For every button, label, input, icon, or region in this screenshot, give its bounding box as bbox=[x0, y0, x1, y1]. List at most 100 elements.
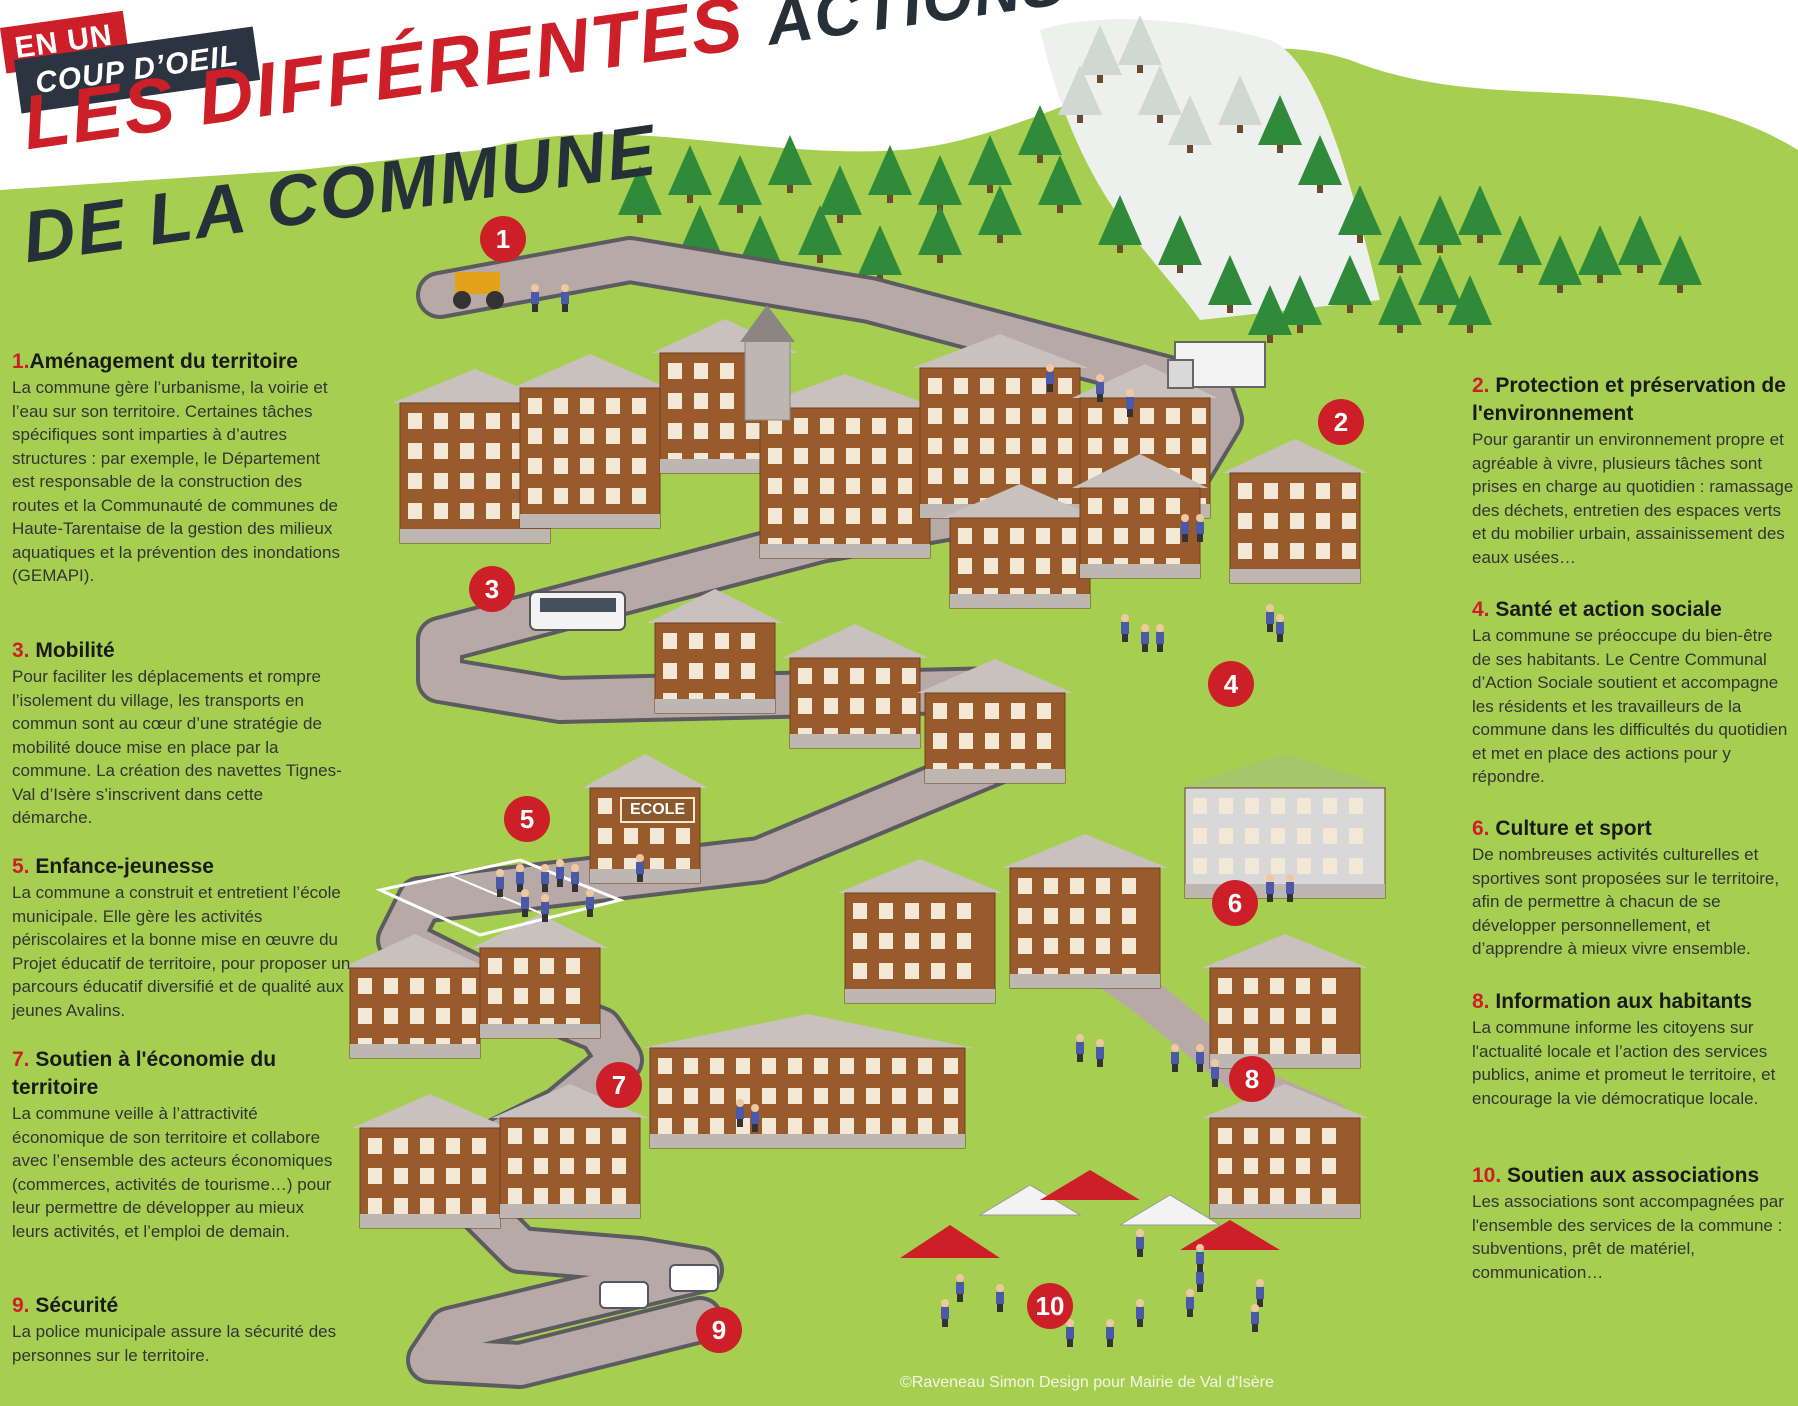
fir-tree-icon bbox=[618, 165, 662, 223]
section-10-title: Soutien aux associations bbox=[1507, 1164, 1760, 1187]
person-icon bbox=[531, 284, 539, 312]
chalet-building bbox=[1002, 834, 1168, 989]
person-icon bbox=[586, 889, 594, 917]
section-3: 3. Mobilité Pour faciliter les déplaceme… bbox=[12, 637, 342, 830]
section-6-text: De nombreuses activités culturelles et s… bbox=[1472, 845, 1780, 958]
section-7: 7. Soutien à l'économie du territoire La… bbox=[12, 1046, 342, 1243]
road-roller-icon bbox=[453, 272, 504, 309]
section-6-number: 6. bbox=[1472, 817, 1490, 840]
person-icon bbox=[1096, 374, 1104, 402]
section-8-heading: 8. Information aux habitants bbox=[1472, 988, 1794, 1016]
fir-tree-icon bbox=[1538, 235, 1582, 293]
section-1-title: Aménagement du territoire bbox=[29, 350, 298, 373]
section-2-text: Pour garantir un environnement propre et… bbox=[1472, 430, 1794, 567]
chalet-building bbox=[1202, 1084, 1368, 1219]
fir-tree-icon bbox=[1298, 135, 1342, 193]
fir-tree-icon bbox=[798, 205, 842, 263]
fir-tree-icon bbox=[1098, 195, 1142, 253]
section-4: 4. Santé et action sociale La commune se… bbox=[1472, 596, 1794, 789]
chalet-building bbox=[1202, 934, 1368, 1069]
fir-tree-icon bbox=[1078, 25, 1122, 83]
fir-tree-icon bbox=[1158, 215, 1202, 273]
section-1: 1.Aménagement du territoire La commune g… bbox=[12, 348, 342, 588]
fir-tree-icon bbox=[1418, 195, 1462, 253]
fir-tree-icon bbox=[868, 145, 912, 203]
person-icon bbox=[561, 284, 569, 312]
person-icon bbox=[1256, 1279, 1264, 1307]
section-5-number: 5. bbox=[12, 855, 30, 878]
fir-tree-icon bbox=[1208, 255, 1252, 313]
section-9-text: La police municipale assure la sécurité … bbox=[12, 1322, 337, 1365]
fir-tree-icon bbox=[1168, 95, 1212, 153]
garbage-truck-icon bbox=[1167, 341, 1266, 389]
marker-9: 9 bbox=[696, 1307, 742, 1353]
marker-6: 6 bbox=[1212, 880, 1258, 926]
section-8-text: La commune informe les citoyens sur l'ac… bbox=[1472, 1018, 1776, 1108]
fir-tree-icon bbox=[978, 185, 1022, 243]
marker-3: 3 bbox=[469, 566, 515, 612]
credit-line: ©Raveneau Simon Design pour Mairie de Va… bbox=[900, 1374, 1274, 1391]
person-icon bbox=[1136, 1229, 1144, 1257]
person-icon bbox=[1286, 874, 1294, 902]
police-car-icon bbox=[599, 1264, 719, 1309]
chalet-building bbox=[752, 374, 938, 559]
section-4-title: Santé et action sociale bbox=[1495, 598, 1722, 621]
section-3-heading: 3. Mobilité bbox=[12, 637, 342, 665]
chalet-building bbox=[1222, 439, 1368, 584]
church-tower bbox=[740, 305, 795, 421]
person-icon bbox=[1211, 1059, 1219, 1087]
fir-tree-icon bbox=[1018, 105, 1062, 163]
fir-tree-icon bbox=[1338, 185, 1382, 243]
fir-tree-icon bbox=[1458, 185, 1502, 243]
chalet-building bbox=[492, 1084, 648, 1219]
person-icon bbox=[1181, 514, 1189, 542]
section-7-title: Soutien à l'économie du territoire bbox=[12, 1048, 277, 1099]
cultural-center-building bbox=[1177, 754, 1393, 899]
fir-tree-icon bbox=[1278, 275, 1322, 333]
fir-tree-icon bbox=[968, 135, 1012, 193]
person-icon bbox=[516, 864, 524, 892]
chalet-building bbox=[917, 659, 1073, 784]
person-icon bbox=[1196, 1244, 1204, 1272]
section-8-title: Information aux habitants bbox=[1495, 990, 1753, 1013]
fir-tree-icon bbox=[668, 145, 712, 203]
chalet-building bbox=[647, 589, 783, 714]
person-icon bbox=[1266, 874, 1274, 902]
person-icon bbox=[1196, 1044, 1204, 1072]
fir-tree-icon bbox=[718, 155, 762, 213]
section-3-text: Pour faciliter les déplacements et rompr… bbox=[12, 667, 342, 827]
fir-tree-icon bbox=[1058, 65, 1102, 123]
person-icon bbox=[1196, 514, 1204, 542]
person-icon bbox=[556, 859, 564, 887]
fir-tree-icon bbox=[1378, 215, 1422, 273]
section-4-text: La commune se préoccupe du bien-être de … bbox=[1472, 626, 1788, 786]
section-3-title: Mobilité bbox=[35, 639, 115, 662]
section-9-number: 9. bbox=[12, 1294, 30, 1317]
section-7-text: La commune veille à l’attractivité écono… bbox=[12, 1104, 333, 1241]
person-icon bbox=[751, 1104, 759, 1132]
fir-tree-icon bbox=[1218, 75, 1262, 133]
chalet-building bbox=[782, 624, 928, 749]
marker-4: 4 bbox=[1208, 661, 1254, 707]
fir-tree-icon bbox=[1038, 155, 1082, 213]
section-6-heading: 6. Culture et sport bbox=[1472, 815, 1794, 843]
chalet-building bbox=[837, 859, 1003, 1004]
person-icon bbox=[1076, 1034, 1084, 1062]
fir-tree-icon bbox=[1418, 255, 1462, 313]
section-7-number: 7. bbox=[12, 1048, 30, 1071]
marker-5: 5 bbox=[504, 796, 550, 842]
section-5-heading: 5. Enfance-jeunesse bbox=[12, 853, 352, 881]
person-icon bbox=[636, 854, 644, 882]
section-2-title: Protection et préservation de l'environn… bbox=[1472, 374, 1786, 425]
section-10-heading: 10. Soutien aux associations bbox=[1472, 1162, 1794, 1190]
chalet-building bbox=[342, 934, 488, 1059]
section-5-text: La commune a construit et entretient l’é… bbox=[12, 883, 351, 1020]
fir-tree-icon bbox=[1448, 275, 1492, 333]
marker-10: 10 bbox=[1027, 1283, 1073, 1329]
chalet-building bbox=[512, 354, 668, 529]
section-1-number: 1. bbox=[12, 350, 30, 373]
person-icon bbox=[1046, 364, 1054, 392]
chalet-building bbox=[352, 1094, 508, 1229]
fir-tree-icon bbox=[1498, 215, 1542, 273]
person-icon bbox=[1121, 614, 1129, 642]
